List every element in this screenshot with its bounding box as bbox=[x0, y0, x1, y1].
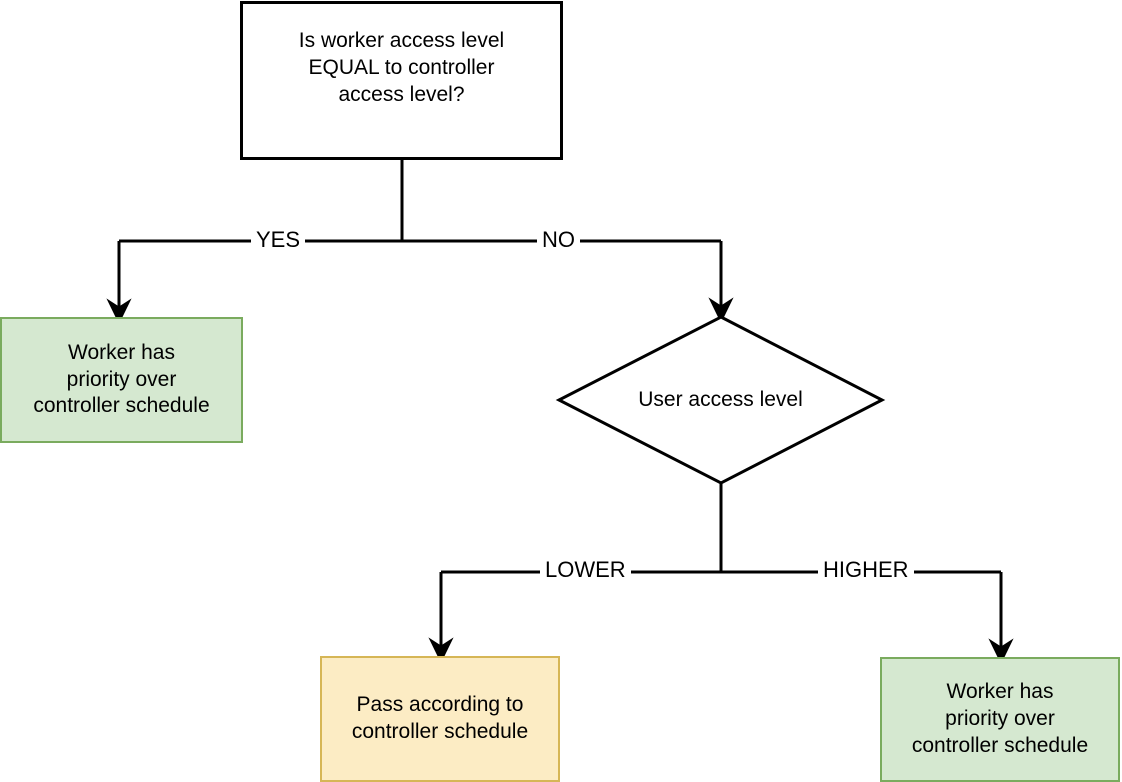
node-top-question: Is worker access level EQUAL to controll… bbox=[240, 1, 563, 160]
edge-label-higher: HIGHER bbox=[818, 559, 914, 581]
edge-label-lower: LOWER bbox=[540, 559, 631, 581]
node-pass-controller-schedule: Pass according to controller schedule bbox=[320, 656, 560, 782]
node-worker-priority-higher: Worker has priority over controller sche… bbox=[880, 657, 1120, 782]
node-worker-priority-yes: Worker has priority over controller sche… bbox=[0, 317, 243, 443]
edge-label-yes: YES bbox=[251, 229, 306, 251]
node-user-access-level-label: User access level bbox=[638, 388, 803, 411]
edge-label-no: NO bbox=[537, 229, 580, 251]
